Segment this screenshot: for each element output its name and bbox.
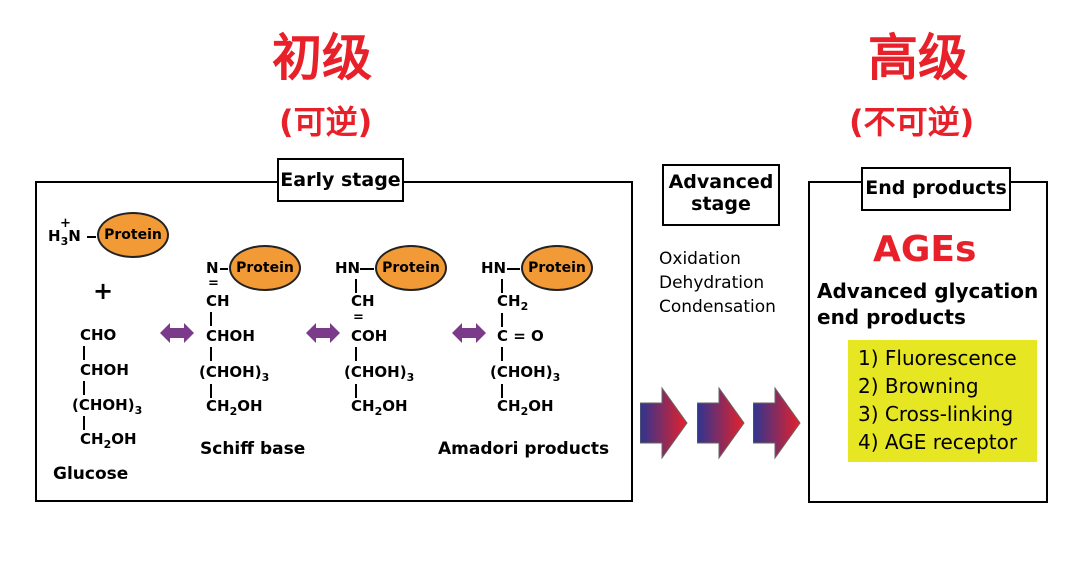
schiff-choh: CHOH bbox=[206, 327, 255, 345]
reaction-oxidation: Oxidation bbox=[659, 249, 741, 269]
bond bbox=[501, 313, 503, 327]
bond bbox=[83, 416, 85, 430]
glucose-chain-choh3: (CHOH)3 bbox=[72, 396, 143, 417]
amadori-ch2: CH2 bbox=[497, 292, 529, 313]
bond bbox=[501, 347, 503, 361]
enol-choh3: (CHOH)3 bbox=[344, 363, 415, 384]
amadori-choh3: (CHOH)3 bbox=[490, 363, 561, 384]
reaction-list: Oxidation Dehydration Condensation bbox=[659, 248, 776, 319]
protein-glucose: Protein bbox=[97, 212, 169, 258]
equilibrium-arrow-1 bbox=[160, 323, 194, 343]
schiff-choh3: (CHOH)3 bbox=[199, 363, 270, 384]
early-heading: 初级 bbox=[272, 29, 372, 87]
enol-hn: HN bbox=[335, 259, 361, 277]
bond bbox=[360, 268, 374, 270]
bond bbox=[507, 268, 520, 270]
schiff-ch2oh: CH2OH bbox=[206, 397, 263, 418]
progress-arrow-1 bbox=[640, 386, 688, 460]
advanced-stage-tag: Advanced stage bbox=[662, 164, 780, 226]
bond bbox=[355, 279, 357, 293]
late-subheading: (不可逆) bbox=[849, 103, 975, 141]
progress-arrow-3 bbox=[753, 386, 801, 460]
glucose-label: Glucose bbox=[53, 464, 129, 484]
glucose-ch2oh: CH2OH bbox=[80, 430, 137, 451]
property-browning: 2) Browning bbox=[858, 374, 979, 398]
glucose-cho: CHO bbox=[80, 326, 117, 344]
amadori-hn: HN bbox=[481, 259, 507, 277]
schiff-base-label: Schiff base bbox=[200, 439, 306, 459]
amine-plus-charge: + bbox=[60, 216, 71, 231]
amadori-label: Amadori products bbox=[438, 439, 610, 459]
bond bbox=[501, 279, 503, 293]
property-cross-linking: 3) Cross-linking bbox=[858, 402, 1014, 426]
protein-schiff: Protein bbox=[229, 245, 301, 291]
amadori-carbonyl: C = O bbox=[497, 327, 544, 345]
glucose-choh: CHOH bbox=[80, 361, 129, 379]
protein-enol: Protein bbox=[375, 245, 447, 291]
property-age-receptor: 4) AGE receptor bbox=[858, 430, 1018, 454]
bond bbox=[83, 381, 85, 395]
property-fluorescence: 1) Fluorescence bbox=[858, 346, 1017, 370]
bond bbox=[501, 384, 503, 398]
bond bbox=[83, 346, 85, 360]
enol-ch2oh: CH2OH bbox=[351, 397, 408, 418]
enol-ch: CH bbox=[351, 292, 375, 310]
early-stage-tag: Early stage bbox=[277, 158, 404, 202]
equilibrium-arrow-2 bbox=[306, 323, 340, 343]
reaction-condensation: Condensation bbox=[659, 296, 776, 317]
ages-title: AGEs bbox=[873, 229, 977, 270]
schiff-n: N bbox=[206, 259, 219, 277]
bond bbox=[210, 312, 212, 326]
ages-properties-box: 1) Fluorescence 2) Browning 3) Cross-lin… bbox=[848, 340, 1037, 462]
amine-group: H3N bbox=[48, 227, 81, 248]
bond bbox=[220, 268, 228, 270]
late-heading: 高级 bbox=[868, 29, 968, 87]
amine-bond bbox=[87, 236, 96, 238]
ages-description: Advanced glycation end products bbox=[817, 279, 1039, 329]
bond bbox=[210, 384, 212, 398]
plus-sign: + bbox=[93, 277, 114, 305]
reaction-dehydration: Dehydration bbox=[659, 272, 765, 293]
bond bbox=[355, 384, 357, 398]
enol-double-bond: = bbox=[353, 310, 364, 325]
schiff-ch: CH bbox=[206, 292, 230, 310]
enol-coh: COH bbox=[351, 327, 388, 345]
gradient-defs bbox=[0, 0, 1, 1]
equilibrium-arrow-3 bbox=[452, 323, 486, 343]
bond bbox=[210, 347, 212, 361]
end-products-tag: End products bbox=[861, 167, 1011, 211]
schiff-double-bond: = bbox=[208, 276, 219, 291]
bond bbox=[355, 347, 357, 361]
amadori-ch2oh: CH2OH bbox=[497, 397, 554, 418]
protein-amadori: Protein bbox=[521, 245, 593, 291]
progress-arrow-2 bbox=[697, 386, 745, 460]
early-subheading: (可逆) bbox=[279, 103, 373, 141]
